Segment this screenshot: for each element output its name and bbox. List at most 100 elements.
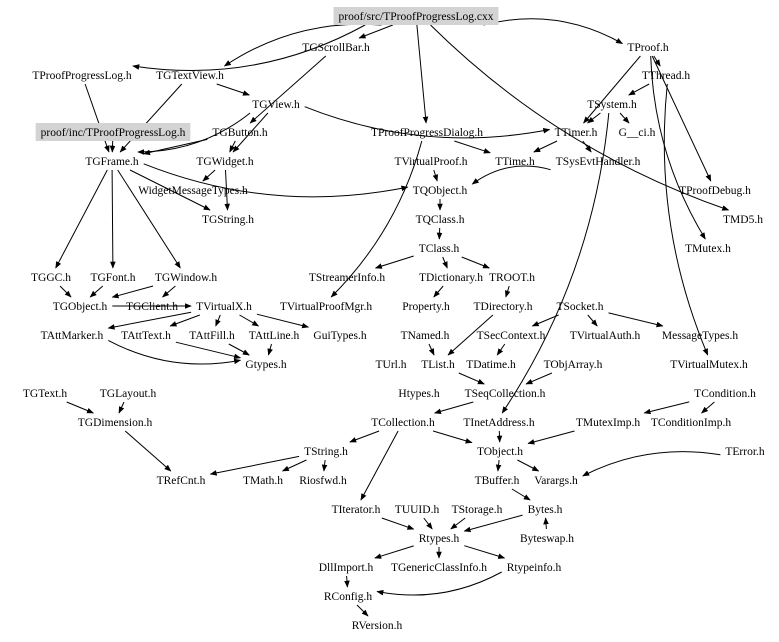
graph-node-tatttext[interactable]: TAttText.h [116, 326, 176, 344]
graph-node-guitypes[interactable]: GuiTypes.h [308, 326, 371, 344]
edge-tsystem-to-g__ci [619, 112, 630, 124]
edge-tclass-to-troot [461, 256, 490, 269]
graph-node-src[interactable]: proof/src/TProofProgressLog.cxx [333, 7, 499, 25]
graph-node-rtypeinfo[interactable]: Rtypeinfo.h [502, 558, 567, 576]
graph-node-tbuffer[interactable]: TBuffer.h [470, 471, 525, 489]
graph-node-rversion[interactable]: RVersion.h [347, 616, 408, 634]
graph-node-bytes[interactable]: Bytes.h [523, 500, 568, 518]
node-label: TGObject.h [53, 301, 108, 313]
graph-node-tvirtualx[interactable]: TVirtualX.h [191, 297, 257, 315]
graph-node-tcondition[interactable]: TCondition.h [689, 384, 761, 402]
graph-node-turl[interactable]: TUrl.h [371, 355, 412, 373]
graph-node-tgscrollbar[interactable]: TGScrollBar.h [297, 38, 374, 56]
graph-node-tgwindow[interactable]: TGWindow.h [150, 268, 222, 286]
graph-node-tcollection[interactable]: TCollection.h [366, 413, 440, 431]
node-label: WidgetMessageTypes.h [138, 185, 248, 197]
graph-node-gtypes[interactable]: Gtypes.h [240, 355, 291, 373]
graph-node-tgclient[interactable]: TGClient.h [121, 297, 183, 315]
graph-node-tattmarker[interactable]: TAttMarker.h [36, 326, 109, 344]
graph-node-trefcnt[interactable]: TRefCnt.h [152, 471, 211, 489]
graph-node-tvirtualauth[interactable]: TVirtualAuth.h [565, 326, 646, 344]
edge-tproofprogressdialog-to-tvirtualproofmgr [330, 140, 423, 298]
graph-node-tgstring[interactable]: TGString.h [197, 210, 259, 228]
graph-node-tsysevthandler[interactable]: TSysEvtHandler.h [551, 152, 646, 170]
graph-node-tdatime[interactable]: TDatime.h [461, 355, 521, 373]
graph-node-tproof[interactable]: TProof.h [622, 38, 673, 56]
edge-tobjarray-to-tseqcollection [525, 372, 553, 385]
graph-node-riosfwd[interactable]: Riosfwd.h [294, 471, 352, 489]
graph-node-tvirtualmutex[interactable]: TVirtualMutex.h [665, 355, 753, 373]
edge-tstorage-to-rtypes [450, 517, 466, 530]
graph-node-tdictionary[interactable]: TDictionary.h [414, 268, 488, 286]
graph-node-tuuid[interactable]: TUUID.h [390, 500, 444, 518]
graph-node-tlist[interactable]: TList.h [416, 355, 460, 373]
graph-node-tinetaddress[interactable]: TInetAddress.h [458, 413, 539, 431]
graph-node-ttime[interactable]: TTime.h [490, 152, 540, 170]
graph-node-messagetypes[interactable]: MessageTypes.h [657, 326, 743, 344]
graph-node-inc[interactable]: proof/inc/TProofProgressLog.h [35, 123, 191, 141]
graph-node-tstring[interactable]: TString.h [299, 442, 353, 460]
graph-node-tgwidget[interactable]: TGWidget.h [191, 152, 258, 170]
graph-node-dllimport[interactable]: DllImport.h [314, 558, 379, 576]
graph-node-tvirtualproofmgr[interactable]: TVirtualProofMgr.h [275, 297, 377, 315]
node-label: MessageTypes.h [662, 330, 738, 342]
graph-node-troot[interactable]: TROOT.h [484, 268, 540, 286]
graph-node-tvirtualproof[interactable]: TVirtualProof.h [389, 152, 472, 170]
graph-node-tmutex[interactable]: TMutex.h [680, 239, 736, 257]
graph-node-byteswap[interactable]: Byteswap.h [515, 529, 579, 547]
graph-node-tgdimension[interactable]: TGDimension.h [73, 413, 157, 431]
graph-node-tnamed[interactable]: TNamed.h [396, 326, 455, 344]
graph-node-tstorage[interactable]: TStorage.h [447, 500, 508, 518]
edge-tclass-to-tstreamerinfo [374, 255, 414, 269]
edge-tatttext-to-gtypes [175, 341, 242, 360]
graph-node-varargs[interactable]: Varargs.h [529, 471, 583, 489]
graph-node-tgbutton[interactable]: TGButton.h [207, 123, 272, 141]
graph-node-property[interactable]: Property.h [397, 297, 454, 315]
graph-node-tstreamerinfo[interactable]: TStreamerInfo.h [304, 268, 390, 286]
graph-node-tqobject[interactable]: TQObject.h [408, 181, 473, 199]
graph-node-tproofprogresslog[interactable]: TProofProgressLog.h [27, 66, 136, 84]
graph-node-tthread[interactable]: TThread.h [637, 66, 695, 84]
graph-node-tproofprogressdialog[interactable]: TProofProgressDialog.h [366, 123, 488, 141]
edge-tcollection-to-titerator [360, 430, 399, 501]
graph-node-tqclass[interactable]: TQClass.h [411, 210, 470, 228]
graph-node-tseccontext[interactable]: TSecContext.h [472, 326, 551, 344]
graph-node-titerator[interactable]: TIterator.h [327, 500, 386, 518]
graph-node-tclass[interactable]: TClass.h [414, 239, 465, 257]
graph-node-htypes[interactable]: Htypes.h [393, 384, 444, 402]
graph-node-tgenericclassinfo[interactable]: TGenericClassInfo.h [386, 558, 492, 576]
graph-node-tgframe[interactable]: TGFrame.h [80, 152, 143, 170]
graph-node-terror[interactable]: TError.h [720, 442, 769, 460]
node-label: TNamed.h [401, 330, 450, 342]
node-label: TProofDebug.h [679, 185, 751, 197]
graph-node-tglayout[interactable]: TGLayout.h [95, 384, 162, 402]
edge-tsocket-to-tvirtualauth [587, 314, 598, 327]
graph-node-tobject[interactable]: TObject.h [472, 442, 528, 460]
graph-node-tgfont[interactable]: TGFont.h [85, 268, 140, 286]
graph-node-tgview[interactable]: TGView.h [247, 95, 304, 113]
graph-node-widgetmessagetypes[interactable]: WidgetMessageTypes.h [133, 181, 253, 199]
nodes-layer: proof/src/TProofProgressLog.cxx proof/inc… [18, 7, 769, 634]
graph-node-tgtext[interactable]: TGText.h [18, 384, 72, 402]
graph-node-tdirectory[interactable]: TDirectory.h [469, 297, 538, 315]
graph-node-tproofdebug[interactable]: TProofDebug.h [674, 181, 756, 199]
graph-node-tgobject[interactable]: TGObject.h [48, 297, 113, 315]
graph-node-g__ci[interactable]: G__ci.h [614, 123, 661, 141]
graph-node-rtypes[interactable]: Rtypes.h [414, 529, 465, 547]
graph-node-tattline[interactable]: TAttLine.h [244, 326, 305, 344]
graph-node-tseqcollection[interactable]: TSeqCollection.h [460, 384, 551, 402]
graph-node-tobjarray[interactable]: TObjArray.h [539, 355, 608, 373]
graph-node-tmuteximp[interactable]: TMutexImp.h [571, 413, 645, 431]
graph-node-ttimer[interactable]: TTimer.h [550, 123, 603, 141]
graph-node-tconditionimp[interactable]: TConditionImp.h [646, 413, 736, 431]
node-label: TMD5.h [723, 214, 763, 226]
graph-node-tmd5[interactable]: TMD5.h [718, 210, 768, 228]
graph-node-tsystem[interactable]: TSystem.h [582, 95, 642, 113]
graph-node-tggc[interactable]: TGGC.h [26, 268, 76, 286]
graph-node-tattfill[interactable]: TAttFill.h [184, 326, 239, 344]
graph-node-tmath[interactable]: TMath.h [238, 471, 288, 489]
graph-node-tsocket[interactable]: TSocket.h [552, 297, 609, 315]
graph-node-tgtextview[interactable]: TGTextView.h [151, 66, 229, 84]
graph-node-rconfig[interactable]: RConfig.h [319, 587, 377, 605]
node-label: TObject.h [477, 446, 523, 458]
